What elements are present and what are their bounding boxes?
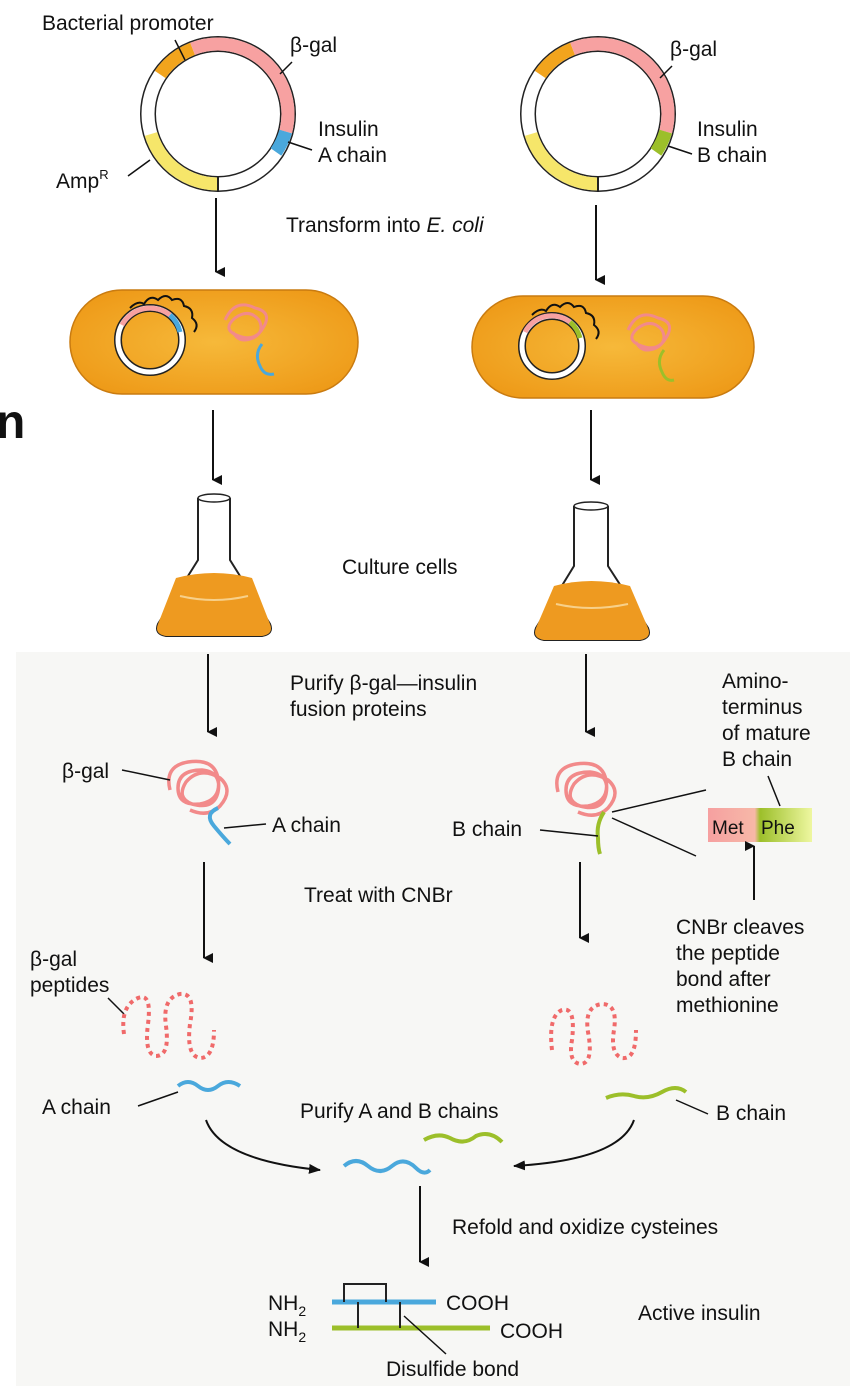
active-insulin-label: Active insulin (638, 1302, 761, 1325)
bgal-label-right: β-gal (670, 38, 717, 61)
a-chain-label-plasmid: A chain (318, 144, 387, 167)
purify-fusion-label-1: Purify β-gal—insulin (290, 672, 477, 695)
purify-chains-label: Purify A and B chains (300, 1100, 498, 1123)
a-chain-peptide-left (178, 1082, 240, 1090)
a-chain-purified (344, 1161, 430, 1173)
promoter-segment (160, 49, 192, 75)
arrow-converge-right (514, 1120, 634, 1166)
bacterial-promoter-label: Bacterial promoter (42, 12, 214, 35)
arrow-converge-left (206, 1120, 320, 1170)
cooh-b-chain-label: COOH (500, 1320, 563, 1343)
cnbr-note-line-1: CNBr cleaves (676, 916, 804, 939)
transform-step-label: Transform into E. coli (286, 214, 485, 237)
fusion-protein-left (169, 761, 230, 844)
amino-terminus-line-3: of mature (722, 722, 811, 745)
cnbr-note-line-4: methionine (676, 994, 779, 1017)
plasmid-left (148, 44, 288, 192)
bgal-peptides-label-2: peptides (30, 974, 109, 997)
cnbr-note-line-2: the peptide (676, 942, 780, 965)
cnbr-note-line-3: bond after (676, 968, 771, 991)
flask-right (535, 502, 649, 640)
amino-terminus-line-2: terminus (722, 696, 803, 719)
b-chain-purified (424, 1134, 502, 1142)
refold-step-label: Refold and oxidize cysteines (452, 1216, 718, 1239)
insulin-label-right: Insulin (697, 118, 758, 141)
disulfide-bond-label: Disulfide bond (386, 1358, 519, 1381)
bgal-fusion-label: β-gal (62, 760, 109, 783)
nh2-b-chain-label: NH2 (268, 1318, 306, 1345)
ecoli-cell-left (70, 290, 358, 394)
ampr-label: AmpR (56, 167, 109, 193)
flask-left (157, 494, 271, 636)
a-chain-fusion-label: A chain (272, 814, 341, 837)
amino-terminus-line-1: Amino- (722, 670, 789, 693)
b-chain-cleaved-label: B chain (716, 1102, 786, 1125)
b-chain-label-plasmid: B chain (697, 144, 767, 167)
bgal-segment (193, 44, 288, 132)
b-chain-fusion-label: B chain (452, 818, 522, 841)
fusion-protein-right (557, 763, 615, 854)
purify-fusion-label-2: fusion proteins (290, 698, 427, 721)
ecoli-cell-right (472, 296, 754, 398)
bgal-peptides-left (123, 994, 214, 1058)
bgal-peptides-right (551, 1004, 636, 1064)
insulin-label-left: Insulin (318, 118, 379, 141)
amino-terminus-line-4: B chain (722, 748, 792, 771)
phe-label: Phe (761, 818, 795, 839)
met-label: Met (712, 818, 744, 839)
a-chain-cleaved-label: A chain (42, 1096, 111, 1119)
treat-cnbr-label: Treat with CNBr (304, 884, 453, 907)
b-chain-peptide-right (606, 1088, 686, 1098)
bgal-label-left: β-gal (290, 34, 337, 57)
cooh-a-chain-label: COOH (446, 1292, 509, 1315)
promoter-segment-right (540, 49, 572, 75)
culture-step-label: Culture cells (342, 556, 458, 579)
bgal-segment-right (573, 44, 668, 132)
plasmid-right (528, 44, 668, 192)
cropped-side-fragment: n (0, 396, 25, 449)
nh2-a-chain-label: NH2 (268, 1292, 306, 1319)
bgal-peptides-label-1: β-gal (30, 948, 77, 971)
